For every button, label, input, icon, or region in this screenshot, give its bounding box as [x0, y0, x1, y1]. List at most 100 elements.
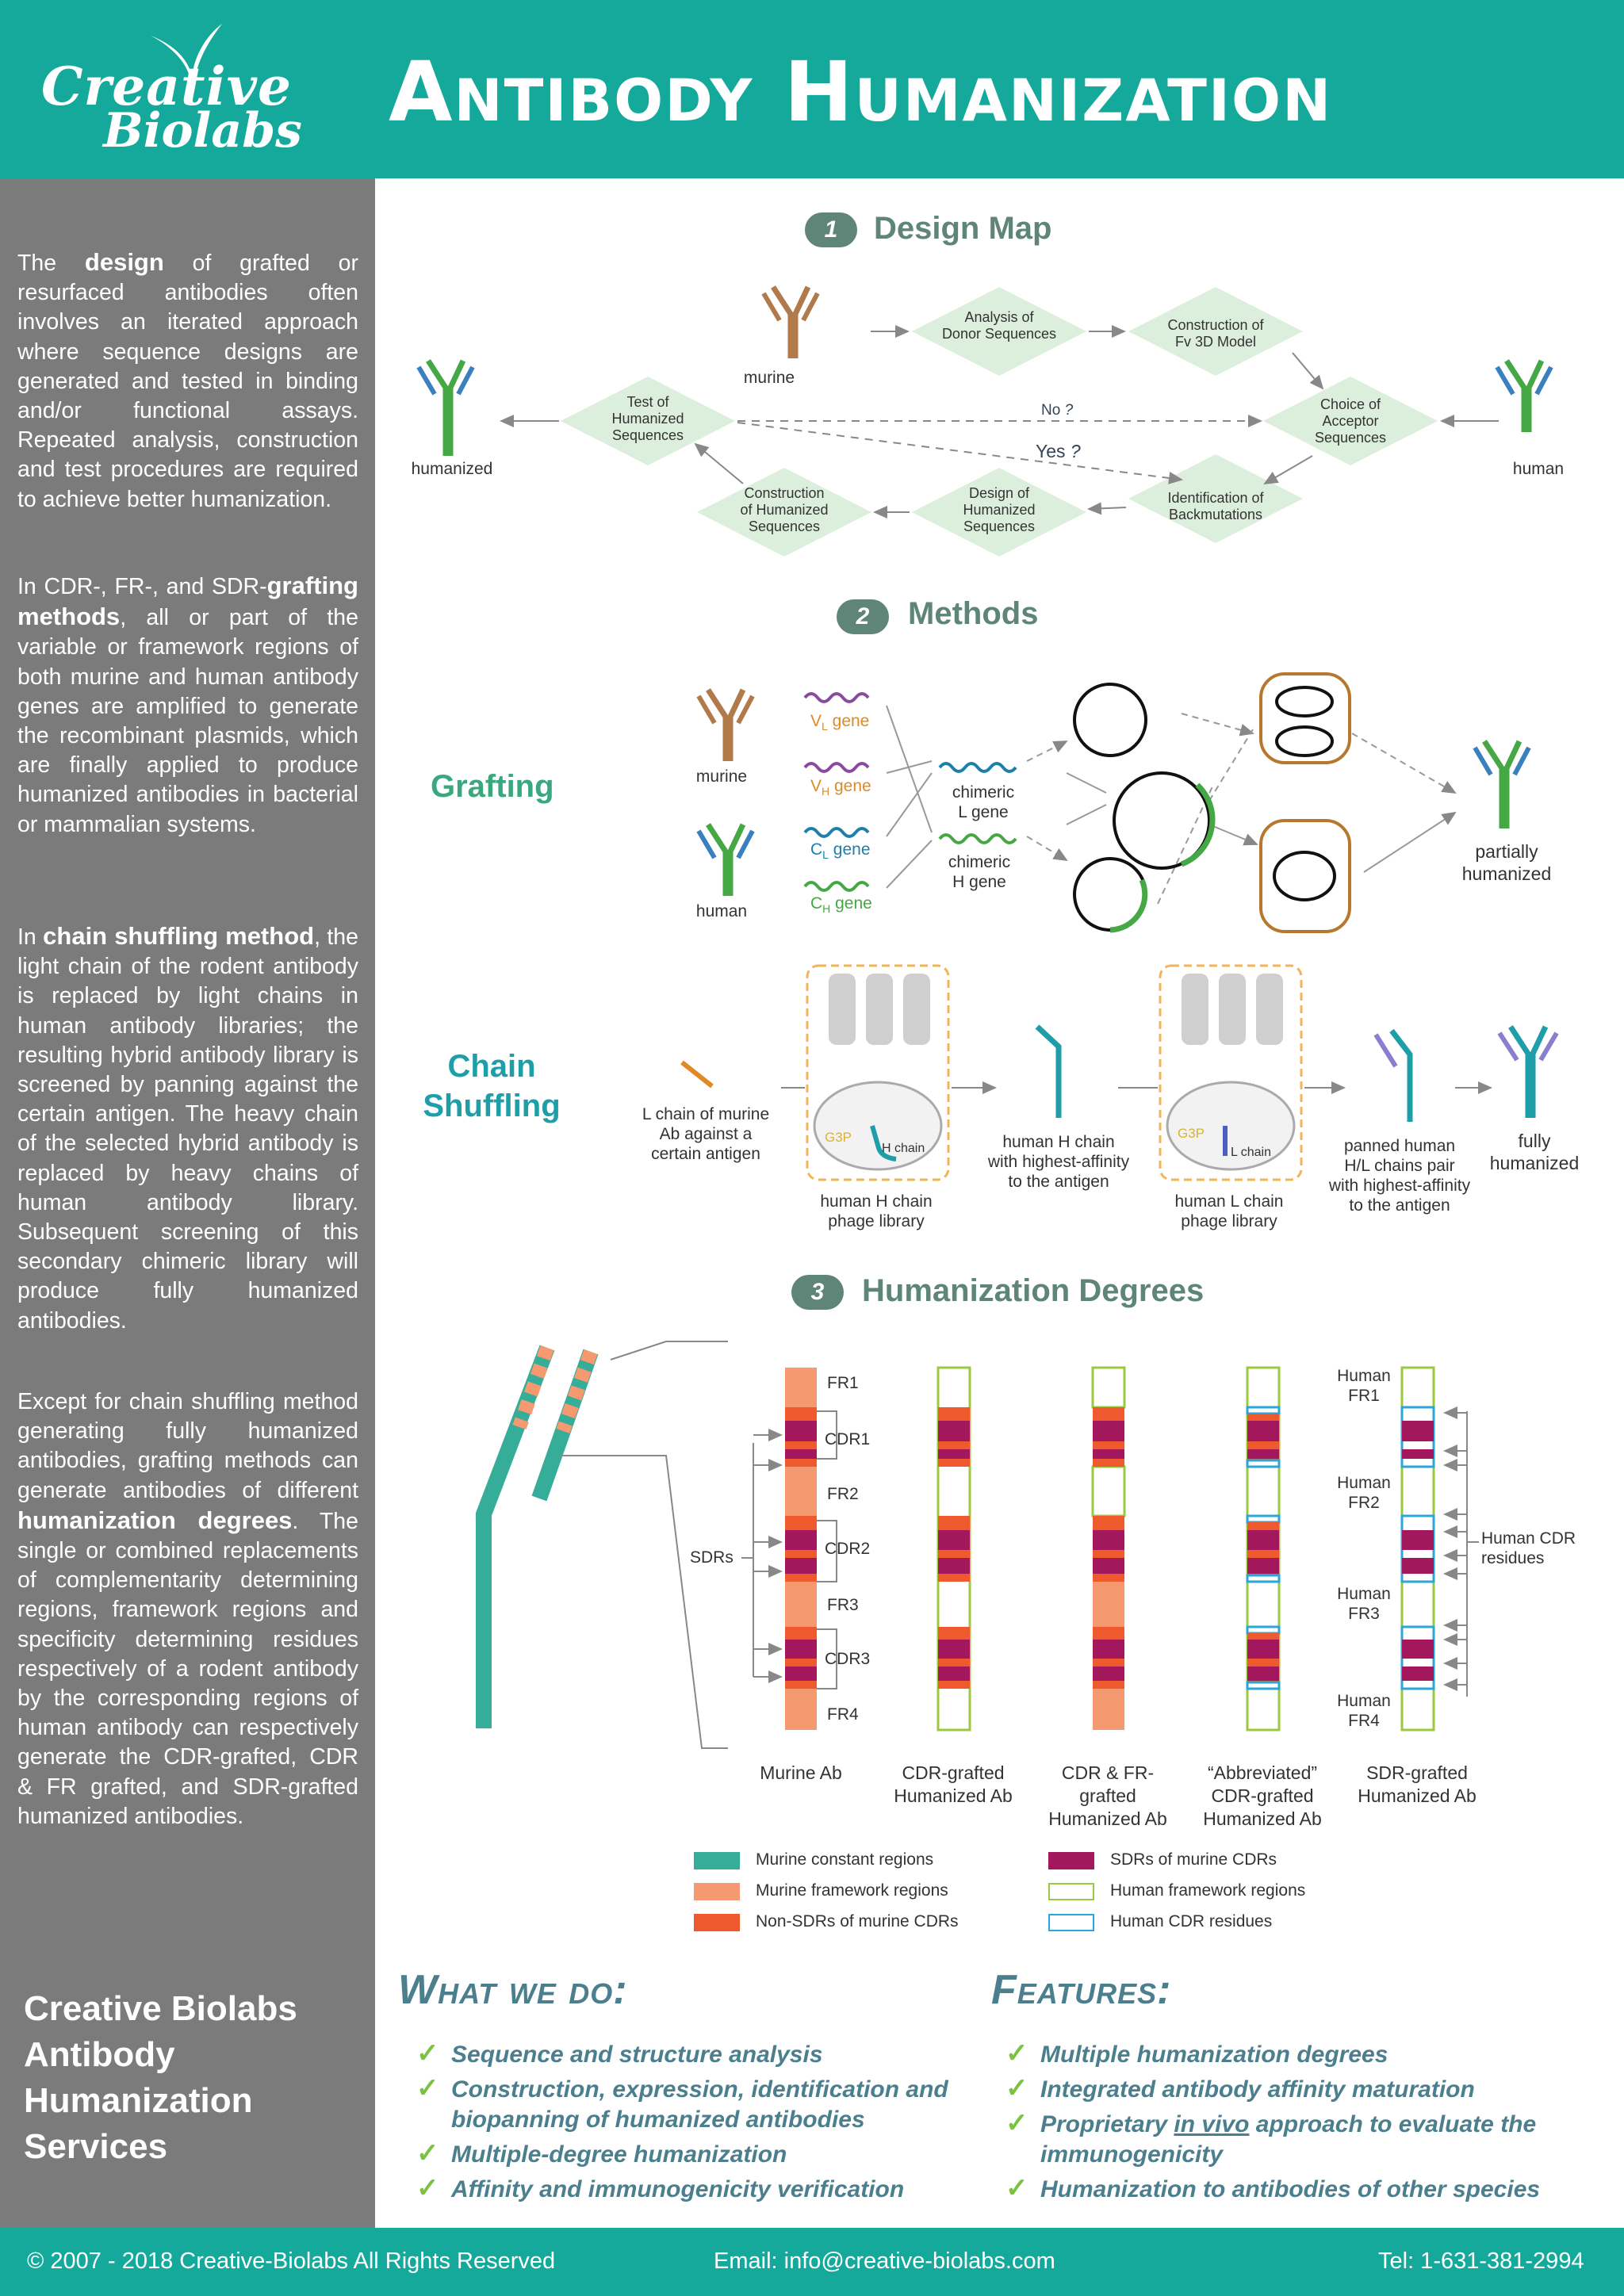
what-we-do-item: ✓Multiple-degree humanization [416, 2138, 787, 2168]
check-icon: ✓ [1005, 2173, 1028, 2203]
footer-email[interactable]: Email: info@creative-biolabs.com [714, 2248, 1055, 2274]
plasmid-2 [1113, 771, 1211, 870]
sidebar-paragraph-chain-shuffling: In chain shuffling method, the light cha… [17, 922, 358, 1334]
sdr-band [1247, 1449, 1279, 1459]
non-sdr-segment [785, 1627, 817, 1689]
sdr-band [938, 1667, 970, 1681]
feature-item: ✓Integrated antibody affinity maturation [1005, 2073, 1475, 2103]
human-antibody-icon [1497, 361, 1551, 432]
legend-sdr: SDRs of murine CDRs [1110, 1850, 1277, 1869]
check-icon: ✓ [1005, 2108, 1028, 2138]
legend-swatch-sdr [1048, 1852, 1094, 1869]
legend-murine-fr: Murine framework regions [756, 1881, 948, 1900]
sdr-band [1093, 1558, 1124, 1574]
human-cdr-segment [1400, 1514, 1435, 1583]
section-number-2: 2 [837, 599, 889, 634]
what-we-do-heading: What we do: [398, 1967, 628, 2013]
check-icon: ✓ [416, 2073, 439, 2103]
dm-label-murine: murine [743, 369, 795, 387]
check-icon: ✓ [416, 2038, 439, 2068]
sdr-band [1247, 1530, 1279, 1550]
sdr-band [1402, 1530, 1434, 1550]
chimeric-h-wave [938, 833, 1017, 844]
non-sdr-segment [1247, 1522, 1279, 1575]
human-cdr-segment [1400, 1406, 1435, 1468]
header-banner: Creative Biolabs Antibody Humanization [0, 0, 1624, 178]
human-cdr-residue [1246, 1406, 1281, 1415]
humanized-antibody-icon [416, 359, 475, 456]
feature-item: ✓Humanization to antibodies of other spe… [1005, 2173, 1541, 2203]
label-fr1: FR1 [827, 1374, 859, 1392]
leaf-logo-icon [151, 24, 222, 79]
sdr-band [785, 1421, 817, 1441]
footer-copyright: © 2007 - 2018 Creative-Biolabs All Right… [27, 2248, 556, 2274]
page-title: Antibody Humanization [389, 44, 1333, 140]
vh-gene-wave [803, 762, 870, 773]
h-chain-phage-library-box [806, 964, 950, 1181]
footer-phone[interactable]: Tel: 1-631-381-2994 [1378, 2248, 1584, 2274]
legend-swatch-human-cdr [1048, 1914, 1094, 1931]
human-fr-bar [1400, 1366, 1435, 1732]
murine-antibody-arm-icon [476, 1345, 599, 1728]
feature-item: ✓Proprietary in vivo approach to evaluat… [1005, 2108, 1537, 2168]
label-fr4: FR4 [827, 1705, 859, 1724]
sdr-band [1247, 1640, 1279, 1659]
sidebar-paragraph-grafting: In CDR-, FR-, and SDR-grafting methods, … [17, 572, 358, 837]
sdr-band [1247, 1558, 1279, 1574]
what-we-do-list: ✓Sequence and structure analysis ✓Constr… [416, 2038, 987, 2210]
logo-text-creative: Creative [41, 55, 292, 117]
human-fr-bar [1246, 1366, 1281, 1732]
sidebar-paragraph-degrees: Except for chain shuffling method genera… [17, 1389, 358, 1829]
fully-humanized-antibody-icon [1497, 1025, 1559, 1118]
sdr-band [1402, 1421, 1434, 1441]
non-sdr-segment [1093, 1627, 1124, 1689]
human-fr-bar [936, 1366, 971, 1732]
dm-label-humanized: humanized [411, 460, 493, 478]
sdr-band [1247, 1667, 1279, 1681]
section-title-methods: Methods [908, 596, 1039, 631]
legend-swatch-murine-constant [694, 1852, 740, 1869]
legend-swatch-non-sdr [694, 1914, 740, 1931]
human-cdr-residue [1246, 1681, 1281, 1690]
murine-l-chain-icon [680, 1060, 714, 1089]
label-sdrs: SDRs [690, 1548, 733, 1567]
grafting-human-label: human [695, 902, 748, 920]
murine-antibody-icon [764, 287, 818, 358]
sdr-band [1247, 1421, 1279, 1441]
sdr-band [785, 1667, 817, 1681]
sdr-band [1093, 1449, 1124, 1459]
section-title-degrees: Humanization Degrees [862, 1273, 1205, 1308]
sdr-band [938, 1558, 970, 1574]
non-sdr-segment [938, 1516, 970, 1582]
human-h-chain-icon [1035, 1024, 1062, 1118]
cell-2 [1259, 819, 1351, 933]
company-logo[interactable]: Creative Biolabs [32, 24, 333, 159]
grafting-murine-antibody-icon [699, 690, 753, 761]
human-fr-segment [1091, 1465, 1126, 1517]
plasmid-1 [1073, 683, 1147, 757]
g3p-label-1: G3P [825, 1130, 852, 1145]
sdr-band [785, 1530, 817, 1550]
sdr-band [785, 1449, 817, 1459]
section-number-3: 3 [791, 1275, 844, 1310]
footer: © 2007 - 2018 Creative-Biolabs All Right… [0, 2228, 1624, 2296]
chimeric-l-wave [938, 762, 1017, 773]
